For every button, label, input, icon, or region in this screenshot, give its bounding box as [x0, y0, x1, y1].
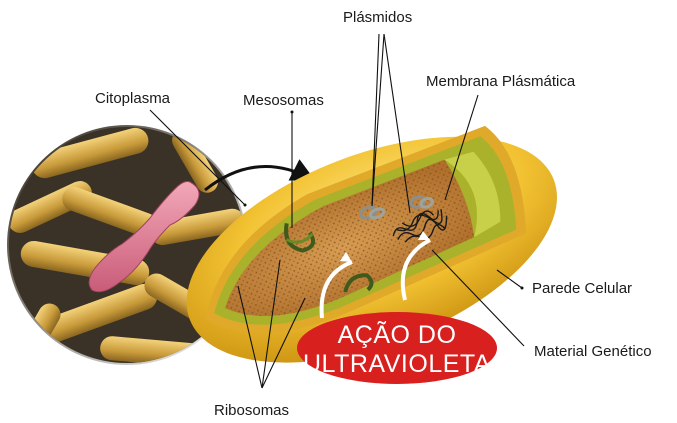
callout-line-1: AÇÃO DO — [338, 320, 457, 349]
label-plasmidos: Plásmidos — [343, 9, 412, 26]
label-material-genetico: Material Genético — [534, 343, 652, 360]
callout-line-2: ULTRAVIOLETA — [303, 350, 491, 378]
label-parede-celular: Parede Celular — [532, 280, 632, 297]
label-mesosomas: Mesosomas — [243, 92, 324, 109]
label-ribosomas: Ribosomas — [214, 402, 289, 419]
uv-callout: AÇÃO DO ULTRAVIOLETA — [297, 312, 497, 384]
label-citoplasma: Citoplasma — [95, 90, 171, 107]
label-membrana-plasmatica: Membrana Plásmática — [426, 73, 576, 90]
